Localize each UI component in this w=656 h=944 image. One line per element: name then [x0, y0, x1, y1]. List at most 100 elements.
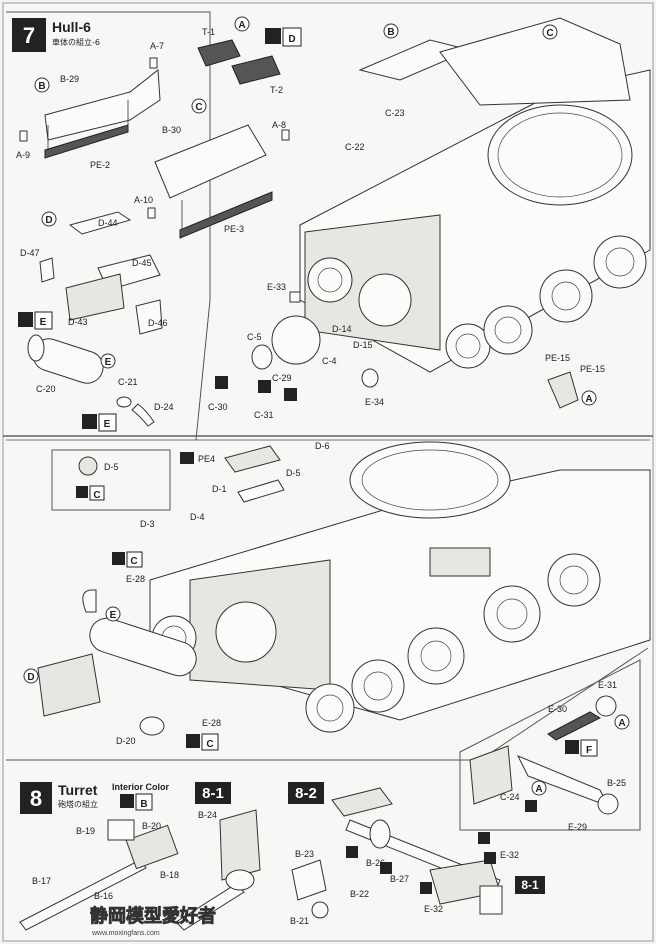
label-e31: E-31 [598, 680, 617, 690]
color-code-e1: E [40, 317, 47, 328]
ref-b-top-circle [383, 23, 399, 39]
d-stowage-box-assembly: D [39, 211, 163, 335]
svg-text:A: A [535, 784, 542, 795]
step8-title: Turret [58, 782, 98, 798]
ref-b-circle [34, 77, 50, 93]
step7-header: 7 Hull-6 車体の組立-6 [12, 18, 100, 52]
color-code-c3: C [206, 739, 213, 750]
label-d20: D-20 [116, 736, 136, 746]
gun-breech-8-2 [331, 787, 503, 915]
label-t1: T-1 [202, 27, 215, 37]
label-c20: C-20 [36, 384, 56, 394]
color-code-c1: C [93, 490, 100, 501]
label-e28b: E-28 [202, 718, 221, 728]
label-b17: B-17 [32, 876, 51, 886]
color-chip-e2: E [82, 413, 117, 432]
b30-armor-plate-assembly: C [147, 98, 290, 239]
color-code-e2: E [104, 419, 111, 430]
ref-a-gun-circle [614, 714, 630, 730]
label-t2: T-2 [270, 85, 283, 95]
glue-marks-top [215, 376, 297, 401]
step7-subtitle: 車体の組立-6 [52, 37, 100, 47]
label-pe15a: PE-15 [545, 353, 570, 363]
d-box-and-e-muffler-mounted: D E [23, 589, 197, 736]
label-e30: E-30 [548, 704, 567, 714]
label-d24: D-24 [154, 402, 174, 412]
badge-8-1: 8-1 [195, 782, 231, 804]
label-b29: B-29 [60, 74, 79, 84]
road-wheels-top [307, 235, 647, 369]
badge-8-2: 8-2 [288, 782, 324, 804]
label-c22: C-22 [345, 142, 365, 152]
interior-color-label: Interior Color [112, 782, 169, 792]
label-b19: B-19 [76, 826, 95, 836]
label-c23: C-23 [385, 108, 405, 118]
color-chip-d: D [265, 27, 302, 47]
label-d46: D-46 [148, 318, 168, 328]
label-pe4: PE4 [198, 454, 215, 464]
label-b20: B-20 [142, 821, 161, 831]
step8-number-box [20, 782, 52, 814]
interior-color-code: B [140, 799, 147, 810]
watermark-text: 静岡模型愛好者 [90, 905, 216, 927]
svg-text:A: A [238, 20, 245, 31]
svg-text:A: A [618, 718, 625, 729]
label-c24: C-24 [500, 792, 520, 802]
label-b21: B-21 [290, 916, 309, 926]
svg-text:D: D [45, 215, 52, 226]
badge-8-1-ref-text: 8-1 [521, 878, 539, 892]
label-e28a: E-28 [126, 574, 145, 584]
label-b18: B-18 [160, 870, 179, 880]
label-e33: E-33 [267, 282, 286, 292]
ref-c-top-circle [542, 24, 558, 40]
label-a10: A-10 [134, 195, 153, 205]
ref-d-circle [41, 211, 57, 227]
gun-mantlet-8-1 [175, 809, 329, 931]
watermark-url: www.moxingfans.com [91, 930, 160, 937]
label-a9: A-9 [16, 150, 30, 160]
label-d6: D-6 [315, 441, 330, 451]
color-chip-e1: E [18, 311, 53, 330]
label-b30: B-30 [162, 125, 181, 135]
turret-ring [487, 104, 633, 206]
color-code-f: F [586, 745, 592, 756]
label-c31: C-31 [254, 410, 274, 420]
label-d45: D-45 [132, 258, 152, 268]
label-d5b: D-5 [286, 468, 301, 478]
label-d47: D-47 [20, 248, 40, 258]
step7-number-box [12, 18, 46, 52]
hull-rear-view-top: B C A [251, 17, 651, 409]
svg-text:B: B [38, 81, 45, 92]
badge-8-1-ref: 8-1 [515, 876, 545, 894]
label-c4: C-4 [322, 356, 337, 366]
svg-text:C: C [546, 28, 553, 39]
color-chip-c3: C [186, 733, 219, 751]
label-pe3: PE-3 [224, 224, 244, 234]
ref-e-bottom-circle [105, 606, 121, 622]
ref-a-gun2-circle [531, 780, 547, 796]
rear-access-hatch [358, 273, 412, 327]
label-d4: D-4 [190, 512, 205, 522]
label-b16: B-16 [94, 891, 113, 901]
color-code-c2: C [130, 556, 137, 567]
step7-title: Hull-6 [52, 19, 91, 35]
label-d44: D-44 [98, 218, 118, 228]
svg-text:D: D [27, 672, 34, 683]
label-d1: D-1 [212, 484, 227, 494]
ref-c-circle [191, 98, 207, 114]
label-pe2: PE-2 [90, 160, 110, 170]
ref-a-circle [234, 16, 250, 32]
b29-armor-plate-assembly: B [19, 57, 161, 159]
step8-number: 8 [30, 786, 42, 811]
step8-subtitle: 砲塔の組立 [58, 799, 98, 809]
svg-text:B: B [387, 27, 394, 38]
ref-d-bottom-circle [23, 668, 39, 684]
label-e32a: E-32 [500, 850, 519, 860]
label-b25: B-25 [607, 778, 626, 788]
label-b27: B-27 [390, 874, 409, 884]
label-b23: B-23 [295, 849, 314, 859]
label-pe15b: PE-15 [580, 364, 605, 374]
badge-8-2-text: 8-2 [295, 785, 317, 802]
label-d43: D-43 [68, 317, 88, 327]
